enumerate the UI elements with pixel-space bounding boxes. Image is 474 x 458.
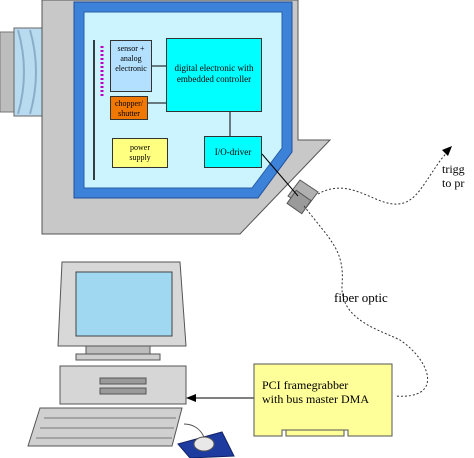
digital-controller-block: digital electronic with embedded control… <box>166 38 262 112</box>
link-io-connector <box>261 153 299 197</box>
trigger-arrow-head <box>442 146 452 156</box>
pci-card-pins <box>285 429 345 437</box>
computer-base-unit <box>59 365 187 405</box>
computer-monitor <box>57 261 187 361</box>
trigger-cable <box>317 149 451 205</box>
fiber-optic-label: fiber optic <box>334 290 388 305</box>
computer-keyboard <box>27 407 183 447</box>
power-supply-block: power supply <box>112 138 168 168</box>
pci-framegrabber-label: PCI framegrabber with bus master DMA <box>262 378 369 406</box>
sensor-block: sensor + analog electronic <box>110 40 152 92</box>
fiber-connector <box>286 179 319 215</box>
trigger-label: trigg to pr <box>442 162 465 190</box>
computer-mouse <box>177 423 235 458</box>
io-driver-block: I/O-driver <box>204 136 262 168</box>
pci-to-pc-arrow-head <box>186 394 196 402</box>
pci-card <box>253 363 393 437</box>
chopper-shutter-block: chopper/ shutter <box>110 96 148 120</box>
